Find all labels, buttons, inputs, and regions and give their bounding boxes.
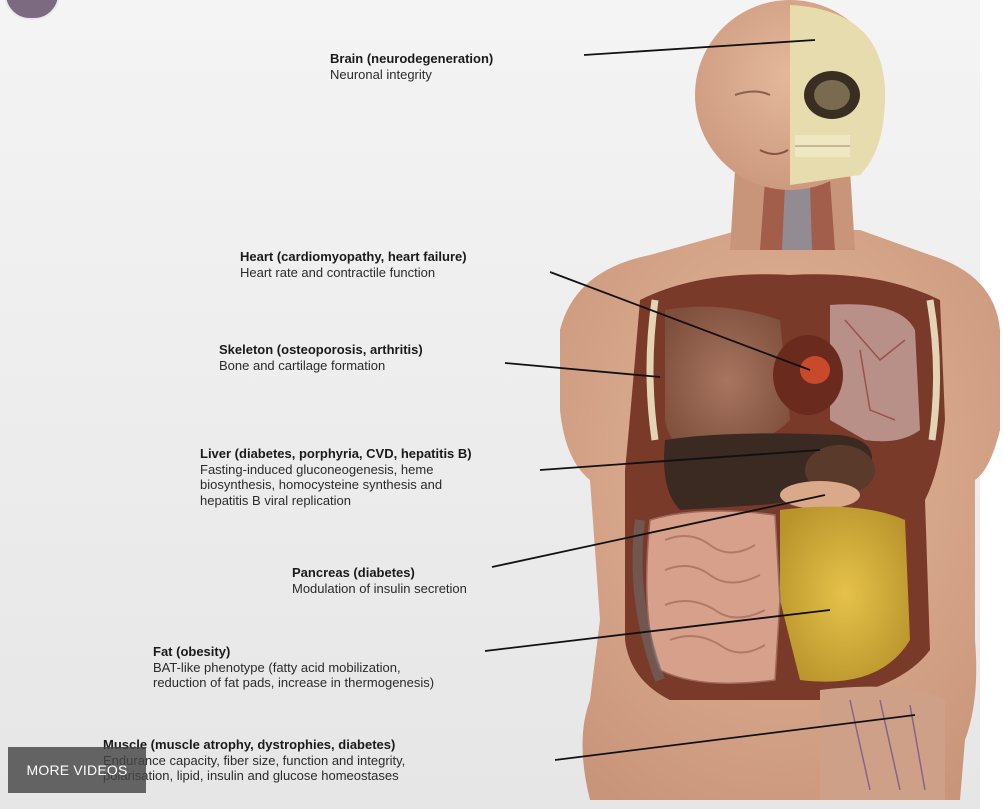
label-brain: Brain (neurodegeneration) Neuronal integ… (330, 51, 493, 82)
label-liver: Liver (diabetes, porphyria, CVD, hepatit… (200, 446, 472, 508)
label-pancreas-desc: Modulation of insulin secretion (292, 581, 467, 597)
pancreas-shape (780, 481, 860, 509)
label-liver-desc-line1: Fasting-induced gluconeogenesis, heme (200, 462, 472, 478)
fat-shape (780, 507, 910, 682)
label-muscle-desc-line2: polarisation, lipid, insulin and glucose… (103, 768, 405, 784)
label-liver-desc-line3: hepatitis B viral replication (200, 493, 472, 509)
label-liver-desc-line2: biosynthesis, homocysteine synthesis and (200, 477, 472, 493)
label-skeleton-title: Skeleton (osteoporosis, arthritis) (219, 342, 423, 358)
label-pancreas-title: Pancreas (diabetes) (292, 565, 467, 581)
label-skeleton: Skeleton (osteoporosis, arthritis) Bone … (219, 342, 423, 373)
label-muscle-title: Muscle (muscle atrophy, dystrophies, dia… (103, 737, 405, 753)
label-fat-desc-line1: BAT-like phenotype (fatty acid mobilizat… (153, 660, 434, 676)
label-muscle: Muscle (muscle atrophy, dystrophies, dia… (103, 737, 405, 784)
label-skeleton-desc: Bone and cartilage formation (219, 358, 423, 374)
intestine-shape (647, 511, 780, 683)
lung-left-shape (665, 307, 790, 455)
label-fat: Fat (obesity) BAT-like phenotype (fatty … (153, 644, 434, 691)
lung-right-shape (830, 304, 920, 441)
label-liver-title: Liver (diabetes, porphyria, CVD, hepatit… (200, 446, 472, 462)
label-heart-desc: Heart rate and contractile function (240, 265, 467, 281)
label-fat-title: Fat (obesity) (153, 644, 434, 660)
label-brain-desc: Neuronal integrity (330, 67, 493, 83)
label-pancreas: Pancreas (diabetes) Modulation of insuli… (292, 565, 467, 596)
label-heart: Heart (cardiomyopathy, heart failure) He… (240, 249, 467, 280)
label-heart-title: Heart (cardiomyopathy, heart failure) (240, 249, 467, 265)
label-muscle-desc-line1: Endurance capacity, fiber size, function… (103, 753, 405, 769)
label-fat-desc-line2: reduction of fat pads, increase in therm… (153, 675, 434, 691)
more-videos-button[interactable]: MORE VIDEOS (8, 747, 146, 793)
label-brain-title: Brain (neurodegeneration) (330, 51, 493, 67)
